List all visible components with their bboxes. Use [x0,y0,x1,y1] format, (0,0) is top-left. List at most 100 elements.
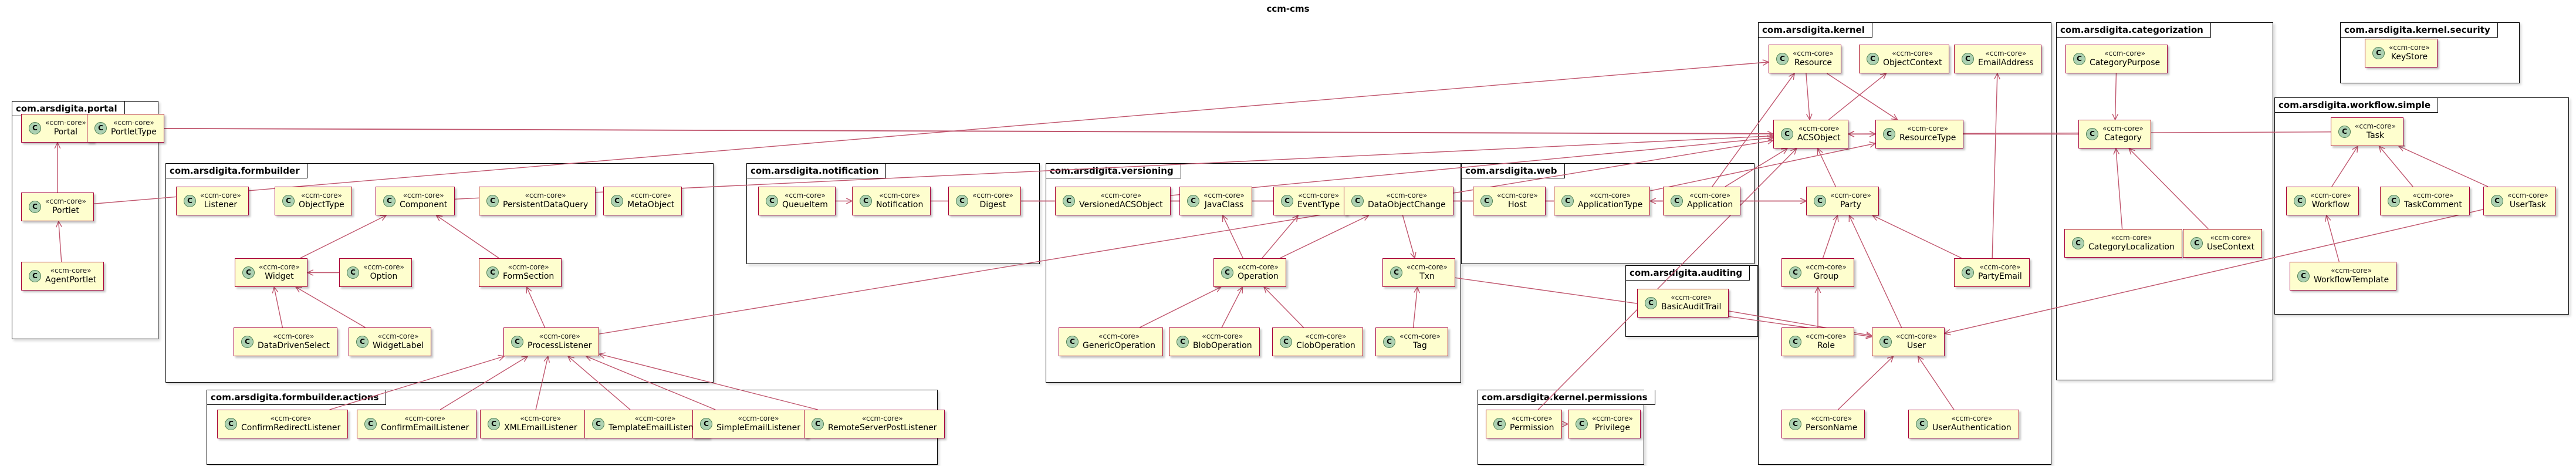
class-name: BasicAuditTrail [1661,302,1722,312]
class-circle-icon: C [1351,194,1364,207]
class-stereotype: «ccm-core» [1892,49,1933,58]
class-circle-icon: C [488,417,500,430]
class-group: C«ccm-core»Group [1781,258,1854,287]
class-stereotype: «ccm-core» [1985,49,2027,58]
class-circle-icon: C [1187,194,1199,207]
class-stereotype: «ccm-core» [1896,332,1937,340]
class-portal: C«ccm-core»Portal [21,114,94,143]
class-name: Permission [1510,423,1554,433]
package-name: com.arsdigita.categorization [2057,23,2211,38]
class-name: PortletType [111,127,157,137]
class-stereotype: «ccm-core» [2210,234,2252,242]
class-stereotype: «ccm-core» [1671,293,1712,302]
class-circle-icon: C [2072,237,2084,249]
class-circle-icon: C [383,194,395,207]
class-taskcomment: C«ccm-core»TaskComment [2380,187,2470,215]
class-name: XMLEmailListener [504,423,577,433]
class-stereotype: «ccm-core» [1979,263,2021,271]
class-circle-icon: C [1883,127,1895,140]
class-name: Party [1840,200,1861,210]
class-stereotype: «ccm-core» [1811,414,1852,423]
class-confirmredirectlistener: C«ccm-core»ConfirmRedirectListener [217,410,349,438]
class-name: CategoryPurpose [2090,58,2161,67]
class-name: DataDrivenSelect [258,341,330,350]
class-widgetlabel: C«ccm-core»WidgetLabel [349,327,432,356]
class-stereotype: «ccm-core» [1298,191,1340,200]
class-acsobject: C«ccm-core»ACSObject [1773,120,1848,148]
class-name: BlobOperation [1193,341,1252,350]
class-circle-icon: C [1066,335,1079,348]
class-circle-icon: C [611,194,623,207]
class-circle-icon: C [1493,417,1506,430]
class-circle-icon: C [1280,335,1292,348]
class-circle-icon: C [29,121,41,134]
class-circle-icon: C [356,335,369,348]
class-circle-icon: C [956,194,968,207]
class-resourcetype: C«ccm-core»ResourceType [1875,120,1964,148]
class-stereotype: «ccm-core» [1100,191,1142,200]
class-name: Portal [53,127,78,137]
class-stereotype: «ccm-core» [403,191,444,200]
class-categorypurpose: C«ccm-core»CategoryPurpose [2065,45,2168,73]
class-circle-icon: C [1177,335,1189,348]
class-stereotype: «ccm-core» [1806,332,1847,340]
class-applicationtype: C«ccm-core»ApplicationType [1554,187,1651,215]
class-permission: C «ccm-core»Permission [1486,410,1562,438]
class-stereotype: «ccm-core» [1305,332,1347,340]
class-formsection: C«ccm-core»FormSection [479,258,562,287]
package-name: com.arsdigita.web [1462,164,1565,178]
diagram-title: ccm-cms [1266,4,1310,14]
class-datadrivenselect: C«ccm-core»DataDrivenSelect [234,327,337,356]
class-name: ACSObject [1797,133,1841,143]
class-stereotype: «ccm-core» [879,191,921,200]
class-stereotype: «ccm-core» [1204,191,1245,200]
class-stereotype: «ccm-core» [1592,414,1633,423]
class-name: Task [2366,131,2385,140]
class-name: TaskComment [2404,200,2462,210]
class-stereotype: «ccm-core» [363,263,404,271]
class-stereotype: «ccm-core» [972,191,1013,200]
class-genericoperation: C«ccm-core»GenericOperation [1059,327,1163,356]
class-stereotype: «ccm-core» [1511,414,1553,423]
class-cloboperation: C«ccm-core»ClobOperation [1272,327,1363,356]
class-stereotype: «ccm-core» [508,263,549,271]
class-name: UseContext [2207,242,2254,252]
class-name: ConfirmEmailListener [381,423,469,433]
class-stereotype: «ccm-core» [2331,266,2372,275]
class-circle-icon: C [2491,194,2503,207]
class-name: FormSection [503,272,555,281]
class-stereotype: «ccm-core» [1830,191,1871,200]
class-basicaudittrail: C«ccm-core»BasicAuditTrail [1637,289,1729,318]
class-application: C«ccm-core»Application [1663,187,1741,215]
class-circle-icon: C [1789,335,1801,348]
class-javaclass: C«ccm-core»JavaClass [1179,187,1252,215]
class-portlet: C«ccm-core»Portlet [21,193,94,221]
class-stereotype: «ccm-core» [404,414,446,423]
class-emailaddress: C«ccm-core»EmailAddress [1954,45,2041,73]
class-name: AgentPortlet [45,275,97,285]
package-name: com.arsdigita.kernel [1759,23,1872,38]
class-stereotype: «ccm-core» [1590,191,1631,200]
class-name: Component [400,200,448,210]
class-circle-icon: C [1221,266,1233,279]
class-name: Tag [1413,341,1427,350]
class-stereotype: «ccm-core» [1386,191,1428,200]
class-processlistener: C«ccm-core»ProcessListener [503,327,600,356]
class-bloboperation: C«ccm-core»BlobOperation [1169,327,1260,356]
package-com-arsdigita-categorization: com.arsdigita.categorization [2056,22,2273,380]
class-stereotype: «ccm-core» [738,414,779,423]
class-circle-icon: C [2086,127,2098,140]
class-circle-icon: C [242,266,255,279]
class-circle-icon: C [812,417,824,430]
class-stereotype: «ccm-core» [861,414,903,423]
class-circle-icon: C [1867,52,1879,65]
class-stereotype: «ccm-core» [539,332,580,340]
class-stereotype: «ccm-core» [630,191,672,200]
class-circle-icon: C [1561,194,1574,207]
class-stereotype: «ccm-core» [2355,122,2396,130]
class-circle-icon: C [1576,417,1588,430]
class-templateemaillistener: C«ccm-core»TemplateEmailListener [584,410,710,438]
class-name: VersionedACSObject [1079,200,1163,210]
class-stereotype: «ccm-core» [2104,49,2146,58]
class-stereotype: «ccm-core» [45,197,86,205]
